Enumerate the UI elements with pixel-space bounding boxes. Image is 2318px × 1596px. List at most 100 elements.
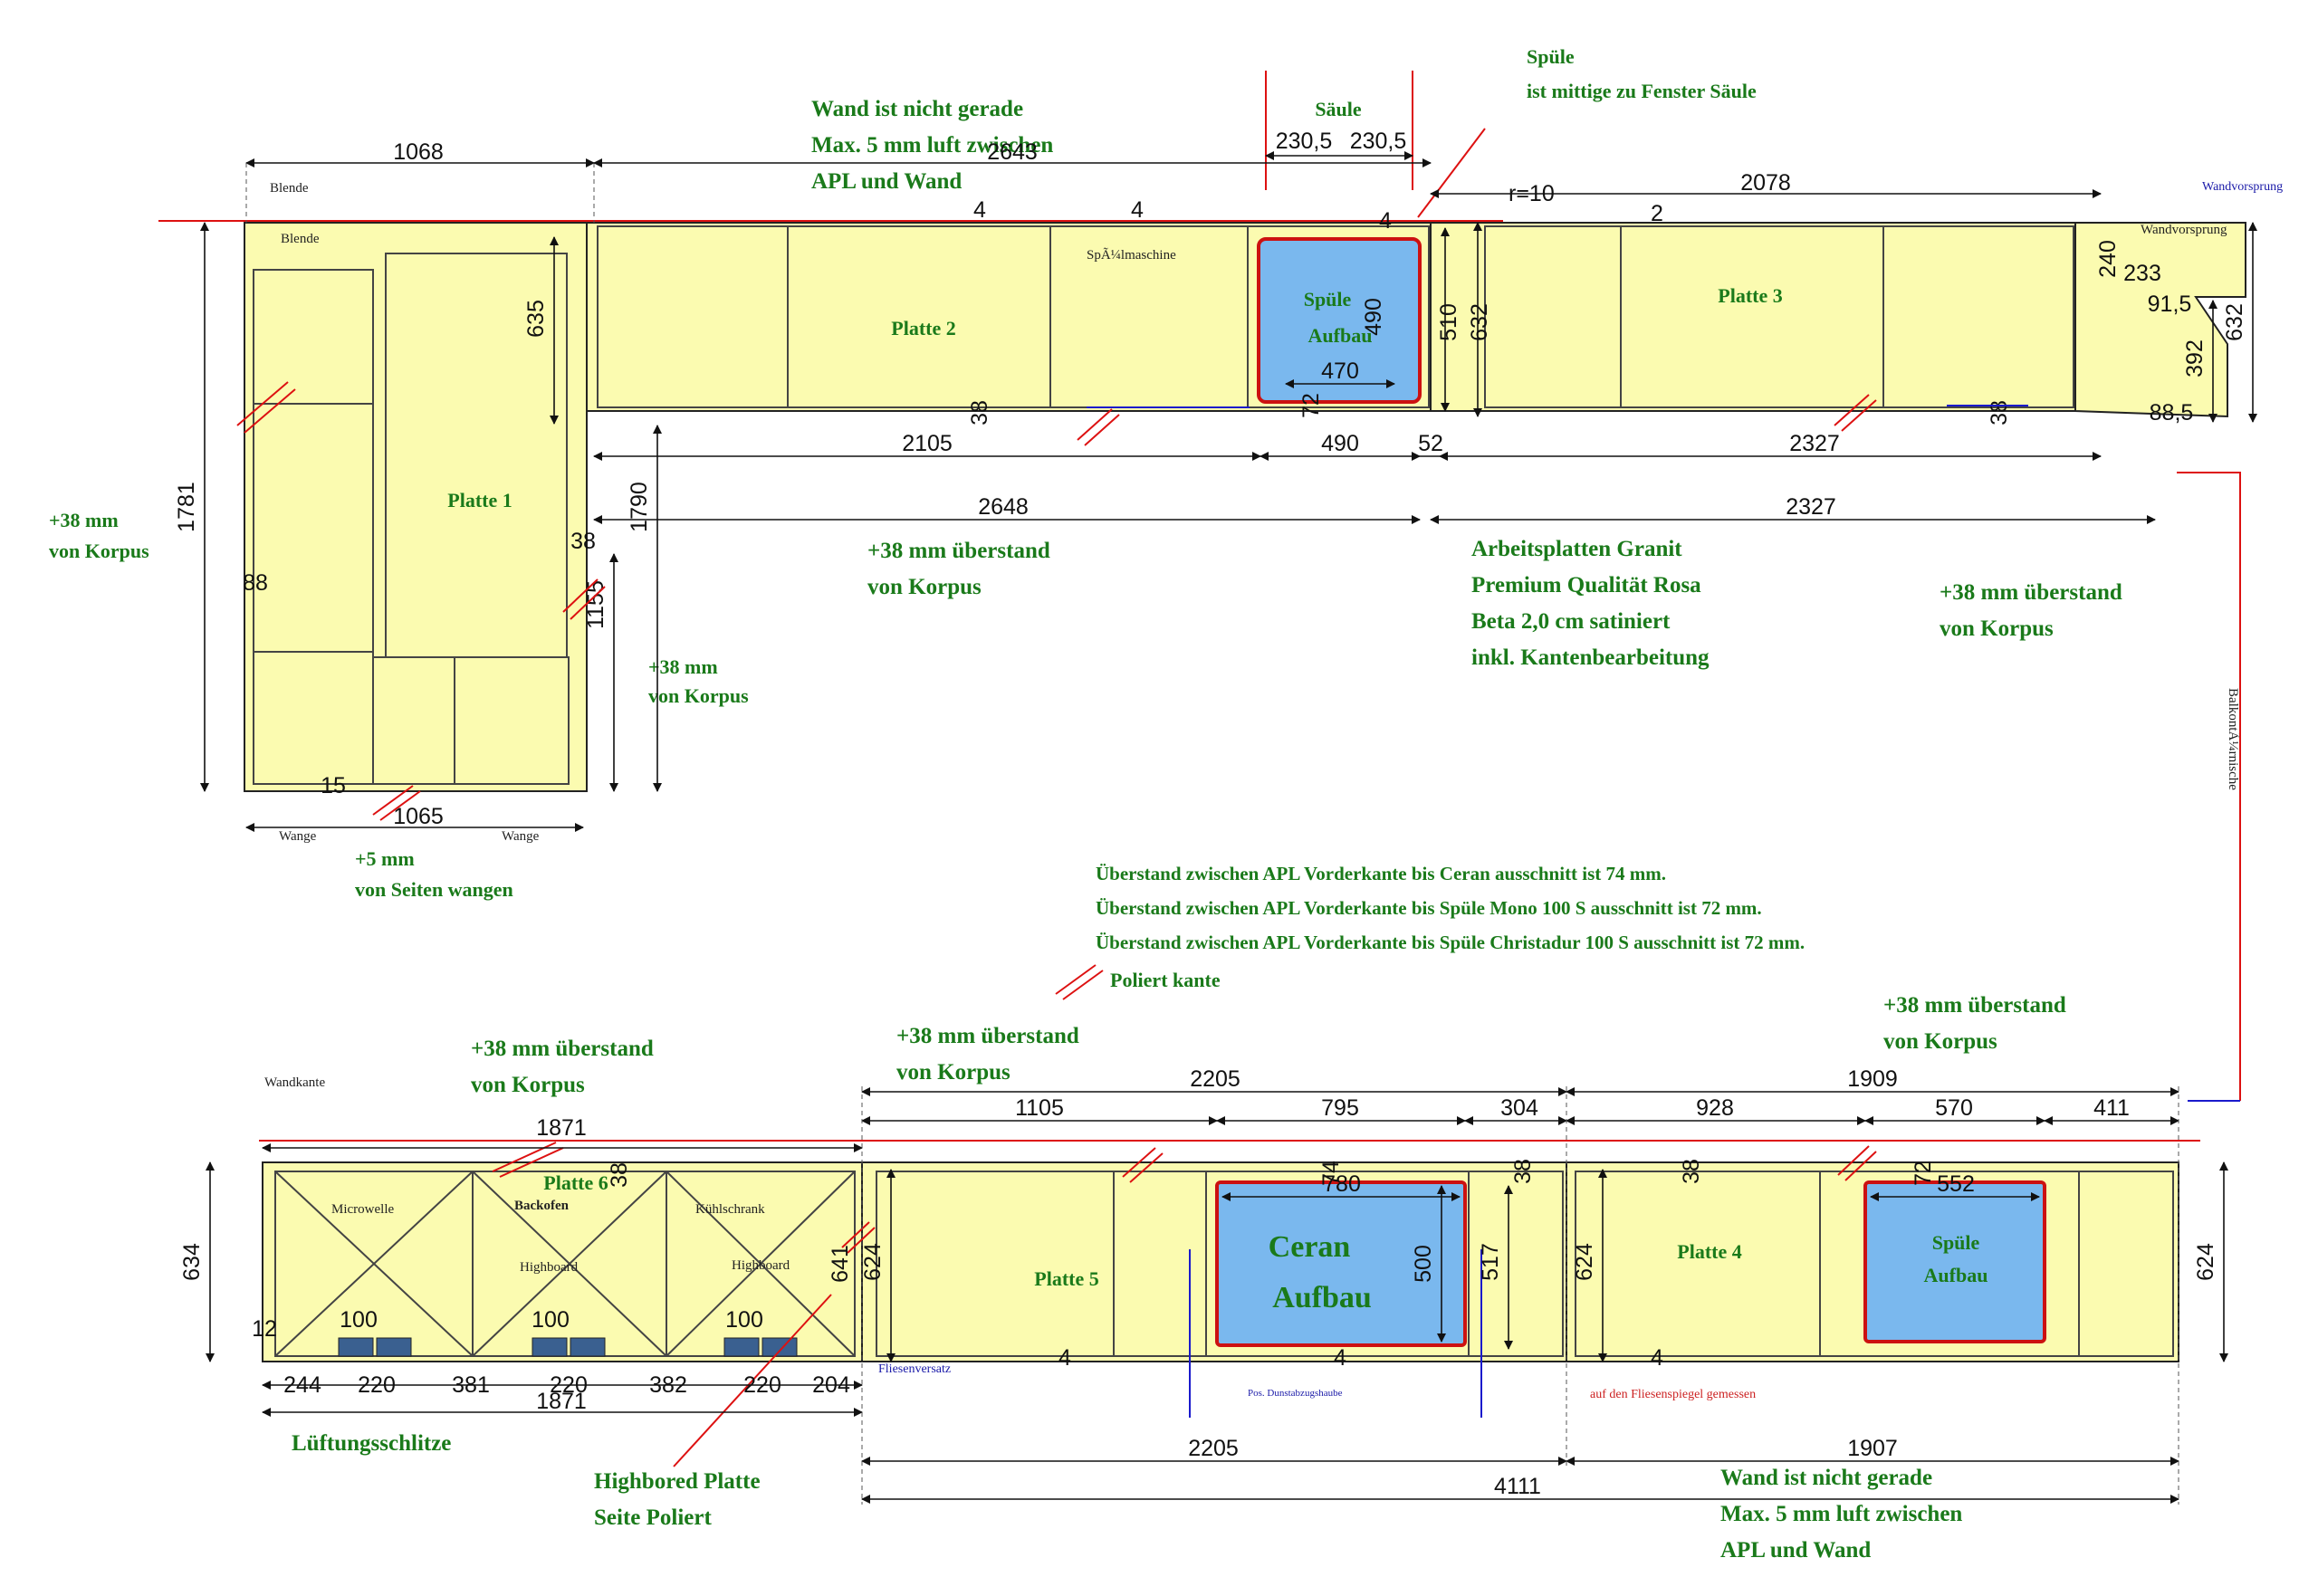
dim-52: 52 [1418, 431, 1443, 456]
dim-220c: 220 [743, 1372, 781, 1398]
dim-38c: 38 [1987, 400, 2012, 425]
balkon-route-red [2177, 472, 2241, 1101]
dim-635: 635 [523, 300, 549, 338]
dim-244: 244 [283, 1372, 321, 1398]
dim-204: 204 [812, 1372, 850, 1398]
platte-4-label: Platte 4 [1677, 1240, 1741, 1263]
dim-1068: 1068 [393, 139, 444, 165]
platte-1-label: Platte 1 [447, 489, 512, 511]
fliesenversatz-tag: Fliesenversatz [878, 1362, 951, 1376]
upper-sink-label-2: Aufbau [1308, 324, 1373, 347]
dim-4111: 4111 [1494, 1474, 1541, 1499]
dim-510: 510 [1436, 303, 1461, 341]
dim-2105: 2105 [902, 431, 953, 456]
lower-sink-label-2: Aufbau [1924, 1264, 1988, 1286]
dim-38c-lower: 38 [1679, 1159, 1704, 1184]
wandkante-tag: Wandkante [264, 1075, 325, 1090]
dim-1907: 1907 [1847, 1436, 1898, 1461]
wandvorsprung-blue-tag: Wandvorsprung [2202, 180, 2283, 194]
dim-382: 382 [649, 1372, 687, 1398]
dim-15: 15 [321, 773, 346, 798]
dim-632b: 632 [2222, 303, 2247, 341]
spuelmaschine-tag: SpÃ¼lmaschine [1087, 248, 1176, 263]
dim-4b-lower: 4 [1334, 1345, 1346, 1371]
dim-928: 928 [1696, 1095, 1734, 1121]
dim-304: 304 [1500, 1095, 1538, 1121]
korpus-right-1: +38 mm überstand [1940, 580, 2122, 605]
dim-795: 795 [1321, 1095, 1359, 1121]
saeule-dim-right: 230,5 [1350, 129, 1407, 154]
lower-korpus-right-2: von Korpus [1883, 1029, 1997, 1054]
lower-wall-note-3: APL und Wand [1720, 1538, 1871, 1563]
lower-cabinets [274, 1171, 2174, 1357]
platte-5-label: Platte 5 [1034, 1267, 1098, 1290]
dim-240: 240 [2095, 240, 2121, 278]
upper-wall-note-3: APL und Wand [811, 169, 962, 194]
saeule-dim-left: 230,5 [1276, 129, 1333, 154]
material-note-3: Beta 2,0 cm satiniert [1471, 609, 1671, 634]
lower-sink-width: 552 [1937, 1171, 1975, 1197]
platte-6-label: Platte 6 [543, 1171, 608, 1194]
dunstabzug-tag: Pos. Dunstabzugshaube [1248, 1388, 1343, 1399]
dim-233: 233 [2123, 261, 2161, 286]
ceran-height: 500 [1411, 1245, 1436, 1283]
blende-inner-tag: Blende [281, 232, 320, 246]
middle-note-1: Überstand zwischen APL Vorderkante bis C… [1096, 863, 1666, 884]
wange-right-tag: Wange [502, 829, 540, 844]
spuele-note-2: ist mittige zu Fenster Säule [1527, 80, 1757, 102]
korpus-mid-2: von Korpus [867, 575, 982, 599]
middle-note-2: Überstand zwischen APL Vorderkante bis S… [1096, 897, 1762, 919]
lower-wall-note-2: Max. 5 mm luft zwischen [1720, 1502, 1962, 1526]
saeule-label: Säule [1315, 98, 1362, 120]
balkontuer-tag: BalkontÃ¼rnische [2226, 688, 2240, 790]
poliert-legend: Poliert kante [1110, 969, 1221, 991]
dim-4a: 4 [973, 197, 986, 223]
highbored-label-2: Seite Poliert [594, 1505, 712, 1530]
dim-2078: 2078 [1740, 170, 1791, 196]
highboard-1-tag: Highboard [520, 1260, 579, 1275]
dim-38a-lower: 38 [607, 1162, 632, 1188]
dim-2648: 2648 [978, 494, 1029, 520]
microwelle-tag: Microwelle [331, 1202, 394, 1217]
platte-1-cabinets [253, 253, 570, 785]
dim-38a: 38 [570, 529, 596, 554]
material-note-2: Premium Qualität Rosa [1471, 573, 1701, 597]
lower-korpus-mid-1: +38 mm überstand [896, 1024, 1079, 1048]
dim-2: 2 [1651, 201, 1663, 226]
dim-624c: 624 [2193, 1243, 2218, 1281]
upper-sink-height: 490 [1361, 298, 1386, 336]
dim-624a: 624 [860, 1243, 886, 1281]
dim-1790: 1790 [627, 482, 652, 532]
korpus-small-1: +38 mm [648, 655, 718, 678]
ceran-label-2: Aufbau [1272, 1281, 1372, 1314]
upper-sink-label-1: Spüle [1304, 288, 1352, 311]
radius-label: r=10 [1509, 181, 1555, 206]
fliesenspiegel-tag: auf den Fliesenspiegel gemessen [1590, 1388, 1756, 1401]
backofen-tag: Backofen [514, 1199, 570, 1213]
dim-4c-lower: 4 [1651, 1345, 1663, 1371]
lower-korpus-mid-2: von Korpus [896, 1060, 1011, 1085]
lower-korpus-left-2: von Korpus [471, 1073, 585, 1097]
dim-641: 641 [828, 1245, 853, 1283]
vent-dim-2: 100 [532, 1307, 570, 1333]
dim-1781: 1781 [174, 482, 199, 532]
dim-2327a: 2327 [1789, 431, 1840, 456]
dim-4a-lower: 4 [1058, 1345, 1071, 1371]
lower-sink-offset: 72 [1911, 1161, 1936, 1186]
vent-dim-1: 100 [340, 1307, 378, 1333]
dim-220b: 220 [550, 1372, 588, 1398]
wangen-note-1: +5 mm [355, 847, 415, 870]
korpus-left-1: +38 mm [49, 509, 119, 531]
dim-38b-lower: 38 [1510, 1159, 1536, 1184]
platte-3-label: Platte 3 [1718, 284, 1782, 307]
platte-1-panel [244, 222, 588, 792]
ceran-offset: 74 [1318, 1161, 1344, 1186]
upper-cabinet-dividers [597, 225, 2074, 408]
dim-2205a: 2205 [1190, 1066, 1240, 1092]
dim-1871a: 1871 [536, 1115, 587, 1141]
wange-left-tag: Wange [279, 829, 317, 844]
dim-1065: 1065 [393, 804, 444, 829]
upper-wall-note-2: Max. 5 mm luft zwischen [811, 133, 1053, 158]
dim-4c: 4 [1379, 208, 1392, 234]
lueftung-label: Lüftungsschlitze [292, 1431, 451, 1456]
